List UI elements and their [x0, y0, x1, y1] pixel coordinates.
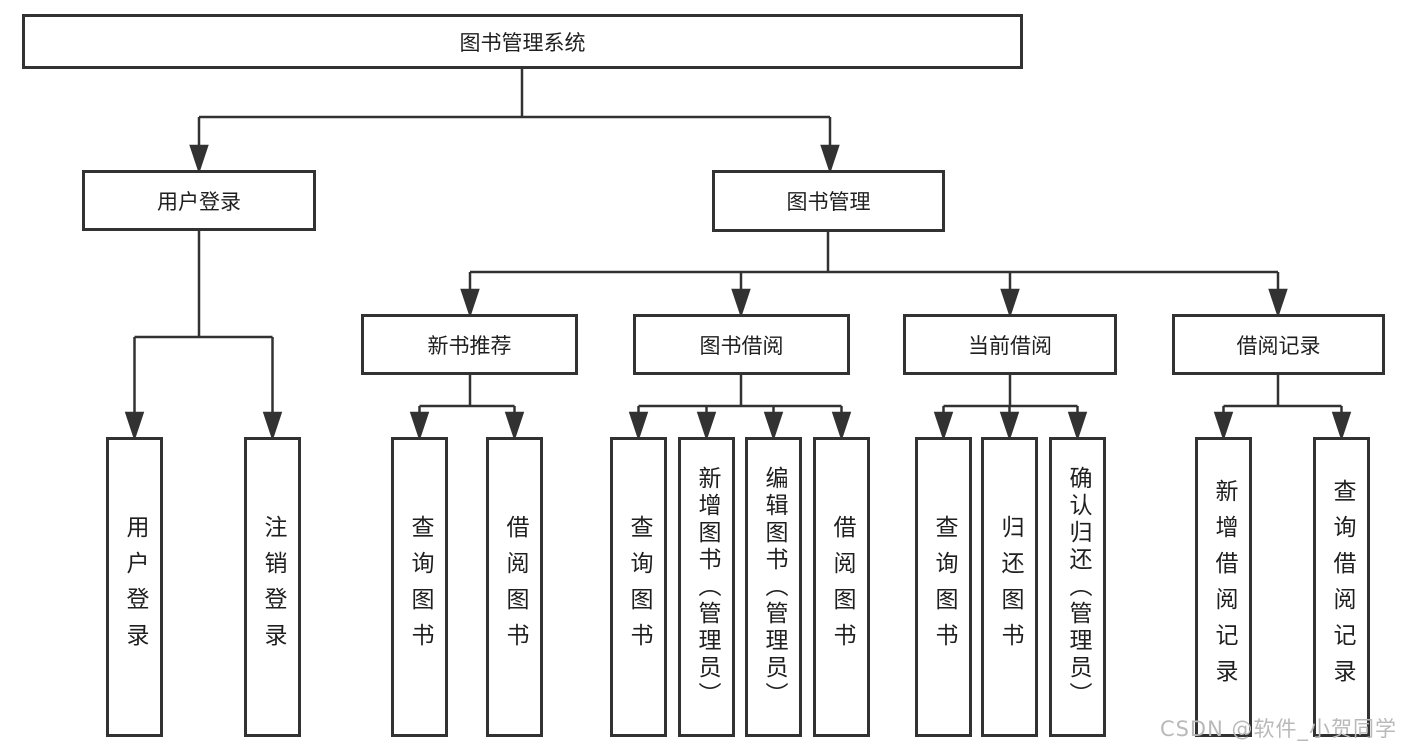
- leaf-label: 用户登录: [122, 515, 148, 659]
- leaf-confirm-return-admin: 确认归还（管理员）: [1049, 437, 1106, 737]
- node-label: 图书管理系统: [459, 30, 586, 55]
- node-library-management-system: 图书管理系统: [22, 14, 1023, 69]
- leaf-label: 查询图书: [407, 515, 433, 659]
- leaf-query-books-recommend: 查询图书: [391, 437, 448, 737]
- leaf-label: 查询图书: [931, 515, 957, 659]
- leaf-label: 确认归还（管理员）: [1065, 465, 1091, 709]
- arrowheads: [124, 117, 1352, 441]
- connector-user-to-leaves: [134, 231, 273, 339]
- leaf-label: 借阅图书: [829, 515, 855, 659]
- node-new-book-recommend: 新书推荐: [361, 314, 578, 375]
- leaf-return-book: 归还图书: [981, 437, 1038, 737]
- node-label: 当前借阅: [968, 333, 1052, 358]
- leaf-logout: 注销登录: [244, 437, 301, 737]
- leaf-add-book-admin: 新增图书（管理员）: [678, 437, 735, 737]
- node-label: 用户登录: [157, 189, 241, 214]
- node-label: 图书管理: [786, 190, 871, 214]
- leaf-user-login: 用户登录: [106, 437, 163, 737]
- leaf-label: 新增借阅记录: [1211, 479, 1237, 695]
- leaf-label: 归还图书: [997, 515, 1023, 659]
- node-user-login-branch: 用户登录: [82, 170, 316, 231]
- leaf-query-borrow-record: 查询借阅记录: [1313, 437, 1370, 737]
- node-label: 新书推荐: [427, 333, 512, 358]
- connector-newbook-to-leaves: [419, 375, 515, 408]
- leaf-borrow-books-recommend: 借阅图书: [486, 437, 543, 737]
- leaf-query-books-current: 查询图书: [915, 437, 972, 737]
- node-current-borrowing: 当前借阅: [903, 314, 1117, 375]
- leaf-label: 编辑图书（管理员）: [761, 465, 787, 709]
- leaf-edit-book-admin: 编辑图书（管理员）: [745, 437, 802, 737]
- connector-record-to-leaves: [1223, 375, 1342, 408]
- leaf-label: 查询图书: [626, 515, 652, 659]
- node-label: 图书借阅: [699, 333, 784, 358]
- leaf-borrow-books-borrowing: 借阅图书: [813, 437, 870, 737]
- leaf-query-books-borrowing: 查询图书: [610, 437, 667, 737]
- node-borrowing-records: 借阅记录: [1172, 314, 1385, 375]
- connector-borrow-to-leaves: [638, 375, 842, 408]
- connector-root-to-level2: [199, 69, 830, 119]
- leaf-add-borrow-record: 新增借阅记录: [1195, 437, 1252, 737]
- leaf-label: 查询借阅记录: [1329, 479, 1355, 695]
- connector-current-to-leaves: [943, 375, 1078, 408]
- leaf-label: 新增图书（管理员）: [694, 465, 720, 709]
- leaf-label: 注销登录: [260, 515, 286, 659]
- node-book-borrowing: 图书借阅: [633, 314, 850, 375]
- csdn-watermark: CSDN @软件_小贺同学: [1159, 717, 1397, 741]
- node-book-management-branch: 图书管理: [712, 170, 945, 232]
- node-label: 借阅记录: [1236, 333, 1321, 358]
- connector-book-to-level3: [470, 232, 1278, 274]
- leaf-label: 借阅图书: [502, 515, 528, 659]
